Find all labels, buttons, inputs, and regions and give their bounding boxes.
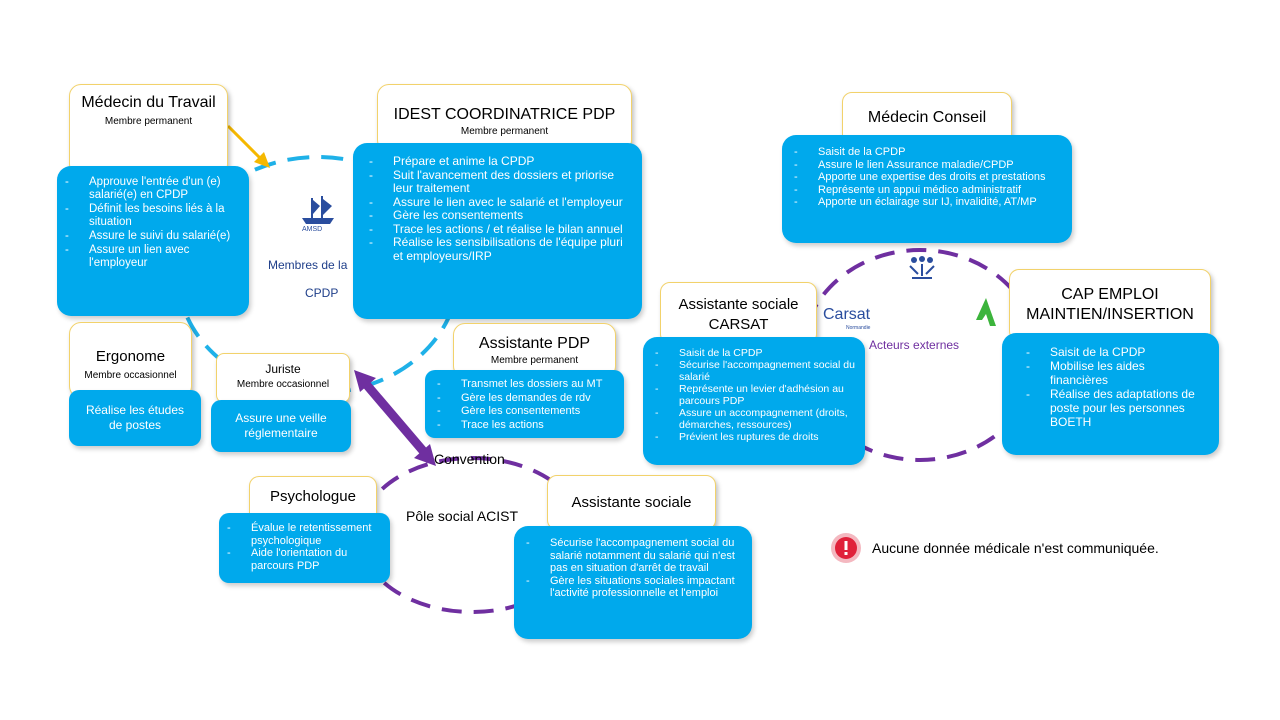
psychologue-title: Psychologue	[270, 488, 356, 505]
ergonome-card: Ergonome Membre occasionnel	[69, 322, 192, 398]
list-item: Sécurise l'accompagnement social du sala…	[647, 359, 857, 383]
carsat-tasks: Saisit de la CPDP Sécurise l'accompagnem…	[643, 337, 865, 465]
list-item: Suit l'avancement des dossiers et priori…	[361, 168, 626, 196]
juriste-title: Juriste	[265, 362, 301, 376]
list-item: Gère les situations sociales impactant l…	[518, 575, 742, 600]
idest-card: IDEST COORDINATRICE PDP Membre permanent	[377, 84, 632, 152]
list-item: Prépare et anime la CPDP	[361, 154, 626, 169]
ergonome-task: Réalise les études de postes	[69, 390, 201, 446]
members-label-line1: Membres de la	[268, 258, 348, 272]
amsd-logo-text: AMSD	[302, 226, 323, 233]
carsat-logo-sub: Normandie	[846, 325, 871, 331]
idest-subtitle: Membre permanent	[460, 126, 549, 137]
carsat-logo: Carsat	[823, 306, 871, 323]
ergonome-title: Ergonome	[95, 348, 166, 365]
alert-text: Aucune donnée médicale n'est communiquée…	[872, 540, 1159, 556]
idest-title: IDEST COORDINATRICE PDP	[393, 106, 616, 123]
alert-icon	[831, 533, 861, 563]
list-item: Apporte une expertise des droits et pres…	[786, 171, 1064, 184]
list-item: Saisit de la CPDP	[647, 347, 857, 359]
juriste-card: Juriste Membre occasionnel	[216, 353, 350, 403]
medecin-travail-subtitle: Membre permanent	[104, 116, 193, 127]
list-item: Assure un lien avec l'employeur	[57, 244, 239, 270]
medecin-travail-tasks: Approuve l'entrée d'un (e) salarié(e) en…	[57, 166, 249, 316]
medecin-travail-title: Médecin du Travail	[81, 94, 216, 111]
idest-tasks: Prépare et anime la CPDP Suit l'avanceme…	[353, 143, 642, 319]
medecin-conseil-tasks: Saisit de la CPDP Assure le lien Assuran…	[782, 135, 1072, 243]
list-item: Gère les demandes de rdv	[429, 392, 618, 406]
ergonome-task-text: Réalise les études de postes	[85, 403, 185, 432]
list-item: Réalise les sensibilisations de l'équipe…	[361, 235, 626, 263]
list-item: Prévient les ruptures de droits	[647, 431, 857, 443]
assistante-pdp-card: Assistante PDP Membre permanent	[453, 323, 616, 378]
list-item: Assure le lien Assurance maladie/CPDP	[786, 159, 1064, 172]
list-item: Représente un appui médico administratif	[786, 184, 1064, 197]
assistante-pdp-title: Assistante PDP	[478, 335, 591, 352]
pole-social-label: Pôle social ACIST	[406, 508, 519, 524]
juriste-task: Assure une veille réglementaire	[211, 400, 351, 452]
convention-label: Convention	[434, 451, 505, 467]
list-item: Assure un accompagnement (droits, démarc…	[647, 407, 857, 431]
list-item: Assure le lien avec le salarié et l'empl…	[361, 195, 626, 210]
medecin-conseil-title: Médecin Conseil	[867, 109, 987, 126]
cap-emploi-logo	[976, 298, 996, 326]
assistante-sociale-title: Assistante sociale	[571, 494, 692, 511]
list-item: Évalue le retentissement psychologique	[219, 522, 380, 547]
list-item: Mobilise les aides financières	[1018, 359, 1199, 387]
list-item: Approuve l'entrée d'un (e) salarié(e) en…	[57, 176, 239, 202]
list-item: Transmet les dossiers au MT	[429, 378, 618, 392]
list-item: Sécurise l'accompagnement social du sala…	[518, 537, 742, 575]
juriste-subtitle: Membre occasionnel	[236, 379, 330, 390]
medecin-travail-card: Médecin du Travail Membre permanent	[69, 84, 228, 176]
list-item: Assure le suivi du salarié(e)	[57, 230, 239, 243]
list-item: Saisit de la CPDP	[786, 146, 1064, 159]
list-item: Saisit de la CPDP	[1018, 345, 1199, 359]
members-label-line2: CPDP	[305, 286, 339, 300]
amsd-logo	[302, 196, 334, 224]
cap-emploi-card: CAP EMPLOI MAINTIEN/INSERTION	[1009, 269, 1211, 341]
assistante-pdp-tasks: Transmet les dossiers au MT Gère les dem…	[425, 370, 624, 438]
acteurs-externes-label: Acteurs externes	[869, 338, 960, 352]
convention-double-arrow	[354, 370, 436, 466]
ergonome-subtitle: Membre occasionnel	[84, 370, 177, 381]
cap-emploi-title: CAP EMPLOI MAINTIEN/INSERTION	[1026, 286, 1194, 323]
list-item: Trace les actions / et réalise le bilan …	[361, 222, 626, 237]
assistante-pdp-subtitle: Membre permanent	[490, 355, 579, 366]
list-item: Aide l'orientation du parcours PDP	[219, 547, 380, 572]
carsat-title: Assistante sociale CARSAT	[678, 296, 799, 333]
cap-emploi-tasks: Saisit de la CPDP Mobilise les aides fin…	[1002, 333, 1219, 455]
list-item: Réalise des adaptations de poste pour le…	[1018, 387, 1199, 429]
list-item: Gère les consentements	[361, 208, 626, 223]
list-item: Gère les consentements	[429, 405, 618, 419]
list-item: Apporte un éclairage sur IJ, invalidité,…	[786, 196, 1064, 209]
juriste-task-text: Assure une veille réglementaire	[235, 411, 327, 440]
list-item: Trace les actions	[429, 419, 618, 433]
carsat-card: Assistante sociale CARSAT	[660, 282, 817, 344]
yellow-arrow	[226, 124, 270, 168]
list-item: Définit les besoins liés à la situation	[57, 203, 239, 229]
assistante-sociale-tasks: Sécurise l'accompagnement social du sala…	[514, 526, 752, 639]
list-item: Représente un levier d'adhésion au parco…	[647, 383, 857, 407]
psychologue-tasks: Évalue le retentissement psychologique A…	[219, 513, 390, 583]
assistante-sociale-card: Assistante sociale	[547, 475, 716, 530]
people-icon	[909, 256, 935, 279]
